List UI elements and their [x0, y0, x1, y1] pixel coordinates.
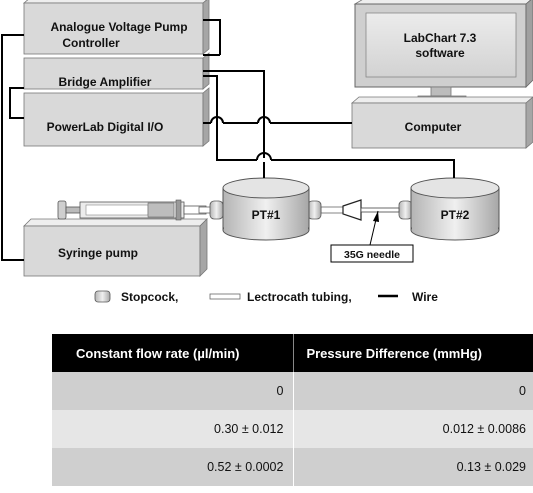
pt2-label: PT#2: [441, 208, 470, 222]
header-flow-rate: Constant flow rate (µl/min): [52, 334, 294, 372]
bridge-amplifier-label: Bridge Amplifier: [59, 75, 152, 89]
bridge-amplifier-box: Bridge Amplifier: [23, 52, 210, 90]
cell-flow-rate: 0: [52, 372, 294, 410]
pump-controller-label-line1: Analogue Voltage Pump: [50, 20, 187, 34]
needle-label-box: [330, 244, 414, 263]
header-pressure-difference: Pressure Difference (mmHg): [293, 334, 533, 372]
table-header-row: Constant flow rate (µl/min) Pressure Dif…: [52, 334, 533, 372]
legend-tubing-symbol: [209, 293, 241, 300]
legend-tubing-label: Lectrocath tubing,: [247, 290, 352, 304]
legend-wire-label: Wire: [412, 290, 438, 304]
legend-stopcock-label: Stopcock,: [121, 290, 178, 304]
stopcock: [209, 200, 224, 220]
powerlab-box: PowerLab Digital I/O: [23, 87, 210, 147]
cell-flow-rate: 0.30 ± 0.012: [52, 410, 294, 448]
stopcock: [398, 200, 413, 220]
cell-flow-rate: 0.52 ± 0.0002: [52, 448, 294, 486]
monitor-screen: [365, 12, 517, 78]
table-row: 0 0: [52, 372, 533, 410]
table-row: 0.52 ± 0.0002 0.13 ± 0.029: [52, 448, 533, 486]
syringe-pump-box: Syringe pump: [23, 218, 208, 277]
computer-box: Computer: [350, 96, 533, 149]
tubing-segment: [198, 206, 212, 214]
monitor-label-line2: software: [415, 46, 465, 60]
needle-label: 35G needle: [344, 249, 400, 261]
needle-pointer-arrowhead: [373, 211, 379, 222]
stopcock: [307, 200, 322, 220]
cell-pressure-difference: 0.012 ± 0.0086: [293, 410, 533, 448]
monitor-stand: [430, 86, 452, 97]
needle-hub: [342, 199, 362, 221]
pt1-label: PT#1: [252, 208, 281, 222]
computer-label: Computer: [405, 120, 462, 134]
syringe: [57, 199, 207, 221]
needle: [360, 207, 400, 213]
legend-stopcock-symbol: [94, 290, 111, 303]
table-row: 0.30 ± 0.012 0.012 ± 0.0086: [52, 410, 533, 448]
powerlab-label: PowerLab Digital I/O: [47, 120, 164, 134]
legend: Stopcock, Lectrocath tubing, Wire: [94, 290, 438, 304]
monitor-label-line1: LabChart 7.3: [404, 31, 477, 45]
tubing-segment: [320, 206, 344, 214]
monitor: LabChart 7.3 software: [353, 0, 533, 102]
transducer-pt2: PT#2: [410, 177, 500, 241]
setup-diagram: Analogue Voltage Pump Controller Bridge …: [1, 0, 533, 304]
pump-controller-label-line2: Controller: [62, 36, 120, 50]
cell-pressure-difference: 0.13 ± 0.029: [293, 448, 533, 486]
wires: [1, 19, 455, 261]
wire-hop: [256, 152, 272, 162]
pump-controller-box: Analogue Voltage Pump Controller: [22, 0, 210, 55]
transducer-pt1: PT#1: [222, 177, 310, 241]
results-table: Constant flow rate (µl/min) Pressure Dif…: [52, 334, 533, 486]
syringe-pump-label: Syringe pump: [58, 246, 138, 260]
cell-pressure-difference: 0: [293, 372, 533, 410]
